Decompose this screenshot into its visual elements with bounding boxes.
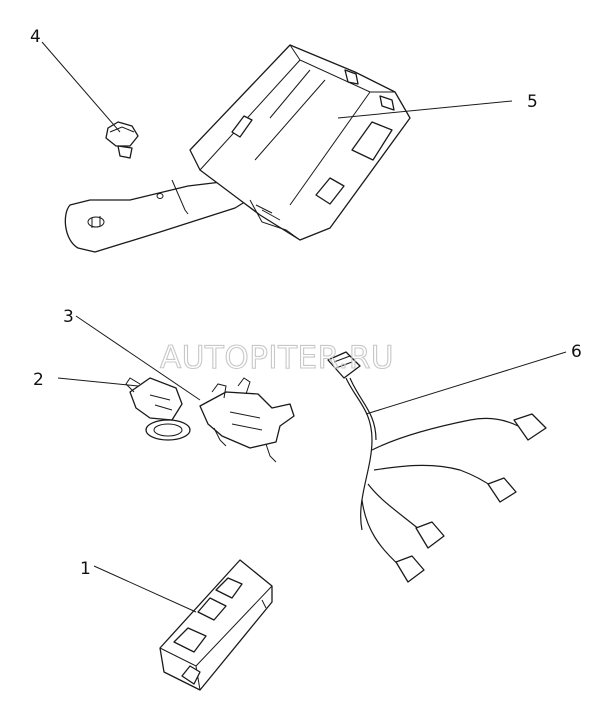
callout-1: 1: [80, 559, 91, 579]
part-4-bolt: [105, 121, 139, 159]
part-5-bracket-unit: [64, 44, 411, 253]
part-6-wiring-harness: [327, 351, 547, 583]
watermark-text: AUTOPITER.RU: [160, 340, 394, 376]
callout-3: 3: [63, 307, 74, 327]
callout-5: 5: [527, 92, 538, 112]
callout-2: 2: [33, 370, 44, 390]
leader-lines: [41, 41, 567, 613]
callout-4: 4: [30, 27, 41, 47]
part-3-clip-bracket: [199, 377, 295, 463]
part-2-sensor: [125, 377, 191, 441]
callout-6: 6: [571, 342, 582, 362]
part-1-connector-box: [159, 559, 273, 691]
